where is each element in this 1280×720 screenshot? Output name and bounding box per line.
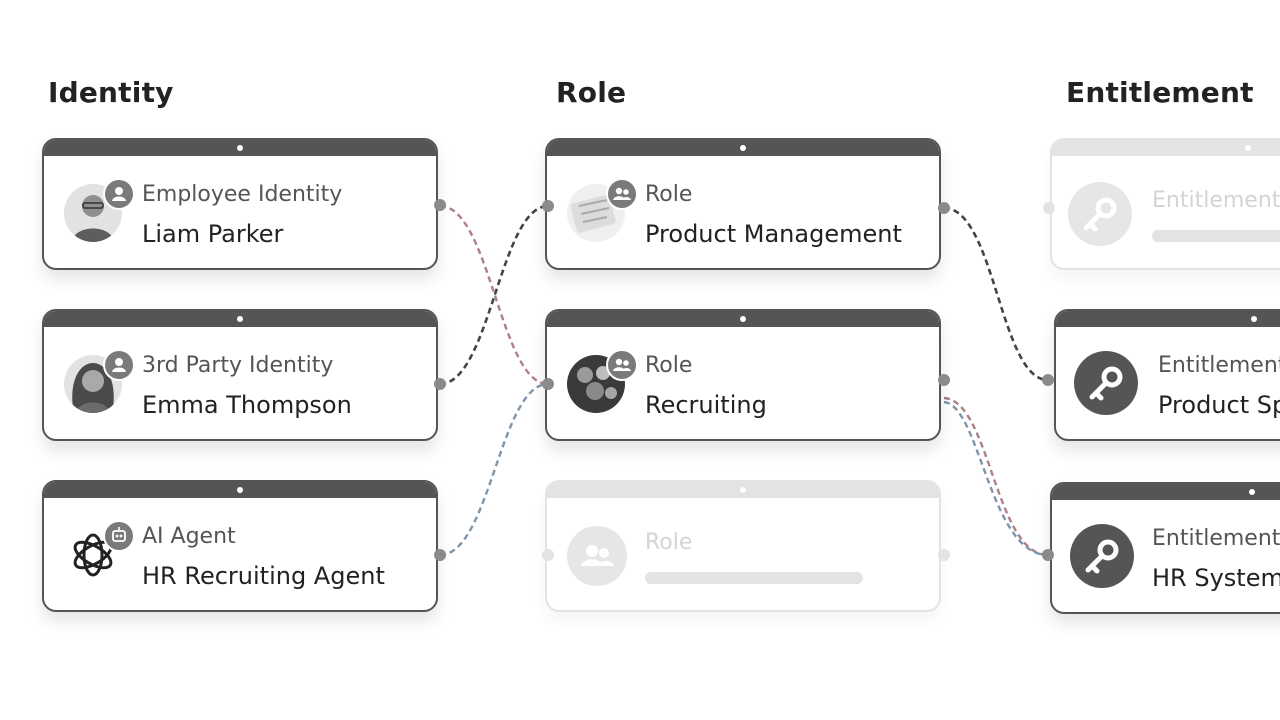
port-product-management-out[interactable] — [938, 202, 950, 214]
role-card-product-management[interactable]: Role Product Management — [545, 138, 941, 270]
card-header-bar — [547, 311, 939, 327]
card-header-dot — [1249, 489, 1255, 495]
card-header-dot — [740, 316, 746, 322]
port-emma-out[interactable] — [434, 378, 446, 390]
link-product-management-to-entitlement — [943, 206, 1049, 382]
entitlement-column-title: Entitlement — [1066, 76, 1254, 109]
port-liam-out[interactable] — [434, 199, 446, 211]
card-header-bar — [1052, 140, 1280, 156]
card-header-dot — [740, 145, 746, 151]
identity-column-title: Identity — [48, 76, 174, 109]
port-placeholder-role-out — [938, 549, 950, 561]
card-header-dot — [237, 487, 243, 493]
identity-card-agent[interactable]: AI Agent HR Recruiting Agent — [42, 480, 438, 612]
person-icon — [103, 349, 135, 381]
link-emma-to-product-management — [439, 204, 549, 386]
role-name: Product Management — [645, 220, 902, 248]
card-header-bar — [44, 482, 436, 498]
entitlement-name: HR System — [1152, 564, 1280, 592]
card-header-bar — [44, 140, 436, 156]
placeholder-line — [645, 572, 863, 584]
link-liam-to-recruiting — [439, 204, 549, 386]
entitlement-card-product[interactable]: Entitlement Product Sp — [1054, 309, 1280, 441]
identity-name: Emma Thompson — [142, 391, 352, 419]
entitlement-type: Entitlement — [1152, 526, 1280, 551]
link-agent-to-recruiting — [439, 382, 549, 557]
identity-card-emma[interactable]: 3rd Party Identity Emma Thompson — [42, 309, 438, 441]
link-recruiting-to-hr-system-red — [943, 396, 1049, 557]
key-icon — [1068, 182, 1132, 246]
link-recruiting-to-hr-system-blue — [943, 400, 1049, 557]
role-type: Role — [645, 353, 693, 378]
entitlement-card-hr-system[interactable]: Entitlement HR System — [1050, 482, 1280, 614]
people-icon — [606, 349, 638, 381]
role-card-placeholder: Role — [545, 480, 941, 612]
card-header-bar — [547, 482, 939, 498]
port-placeholder-entitlement-in — [1043, 202, 1055, 214]
entitlement-type: Entitlement — [1152, 188, 1280, 213]
port-placeholder-role-in — [542, 549, 554, 561]
people-icon — [567, 526, 627, 586]
key-icon — [1074, 351, 1138, 415]
person-icon — [103, 178, 135, 210]
card-header-dot — [237, 316, 243, 322]
card-header-bar — [1056, 311, 1280, 327]
people-icon — [606, 178, 638, 210]
identity-card-liam[interactable]: Employee Identity Liam Parker — [42, 138, 438, 270]
entitlement-type: Entitlement — [1158, 353, 1280, 378]
card-header-bar — [44, 311, 436, 327]
card-header-dot — [1251, 316, 1257, 322]
role-card-recruiting[interactable]: Role Recruiting — [545, 309, 941, 441]
identity-name: Liam Parker — [142, 220, 284, 248]
identity-type: Employee Identity — [142, 182, 343, 207]
port-product-management-in[interactable] — [542, 200, 554, 212]
port-recruiting-in[interactable] — [542, 378, 554, 390]
role-type: Role — [645, 530, 693, 555]
entitlement-name: Product Sp — [1158, 391, 1280, 419]
entitlement-card-placeholder: Entitlement — [1050, 138, 1280, 270]
port-recruiting-out[interactable] — [938, 374, 950, 386]
role-column-title: Role — [556, 76, 627, 109]
key-icon — [1070, 524, 1134, 588]
card-header-dot — [237, 145, 243, 151]
card-header-dot — [1245, 145, 1251, 151]
identity-type: 3rd Party Identity — [142, 353, 334, 378]
role-type: Role — [645, 182, 693, 207]
port-agent-out[interactable] — [434, 549, 446, 561]
port-hr-system-in[interactable] — [1042, 549, 1054, 561]
identity-name: HR Recruiting Agent — [142, 562, 385, 590]
card-header-dot — [740, 487, 746, 493]
card-header-bar — [547, 140, 939, 156]
group-photo-avatar — [567, 355, 625, 413]
placeholder-line — [1152, 230, 1280, 242]
identity-type: AI Agent — [142, 524, 236, 549]
robot-icon — [103, 520, 135, 552]
port-product-entitlement-in[interactable] — [1042, 374, 1054, 386]
role-name: Recruiting — [645, 391, 767, 419]
card-header-bar — [1052, 484, 1280, 500]
